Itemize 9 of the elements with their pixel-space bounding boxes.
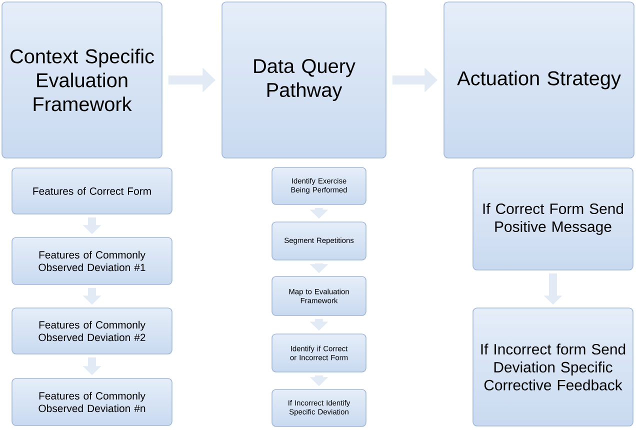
stage-box: Data Query Pathway	[222, 2, 386, 158]
process-box: Features of Commonly Observed Deviation #2	[12, 308, 172, 354]
process-box: Features of Correct Form	[12, 168, 172, 214]
stage-box: Context Specific Evaluation Framework	[2, 2, 162, 158]
process-box: Features of Commonly Observed Deviation #1	[12, 237, 172, 285]
process-box: If Correct Form Send Positive Message	[472, 168, 634, 270]
process-box: If Incorrect form Send Deviation Specific Corrective Feedback	[472, 308, 634, 426]
stage-box: Actuation Strategy	[444, 2, 634, 158]
process-box: Features of Commonly Observed Deviation #n	[12, 378, 172, 426]
